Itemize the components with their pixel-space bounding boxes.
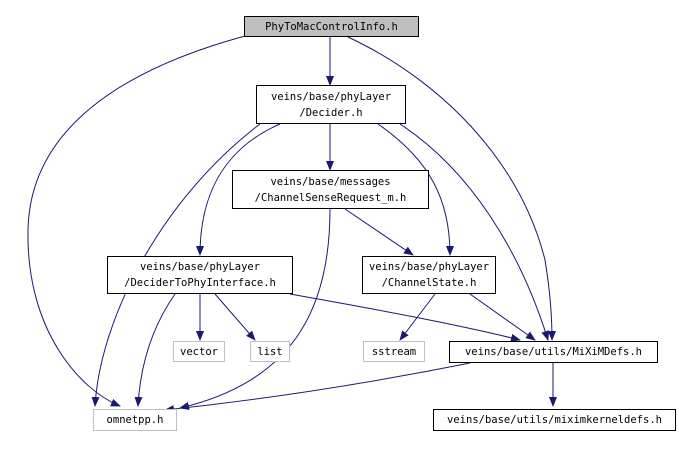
node-label-line1: veins/base/phyLayer xyxy=(368,261,490,273)
edge-decider-mixim xyxy=(399,123,550,341)
edge-cs-mixim xyxy=(469,293,536,341)
node-mixim-defs[interactable]: veins/base/utils/MiXiMDefs.h xyxy=(449,341,658,363)
node-label-line2: /ChannelSenseRequest_m.h xyxy=(254,191,407,204)
node-omnetpp[interactable]: omnetpp.h xyxy=(93,409,177,431)
edge-dtpi-omnetpp xyxy=(134,293,176,407)
edge-dtpi-list xyxy=(214,293,256,341)
node-label: sstream xyxy=(371,345,417,358)
node-label-line2: /DeciderToPhyInterface.h xyxy=(124,277,276,289)
node-label-line2: /ChannelState.h xyxy=(381,277,477,289)
edge-mixim-omnetpp xyxy=(164,362,471,414)
node-label-line1: veins/base/phyLayer xyxy=(270,90,392,103)
node-vector[interactable]: vector xyxy=(173,341,225,362)
node-decider[interactable]: veins/base/phyLayer /Decider.h xyxy=(256,85,406,124)
edge-decider-cs xyxy=(377,123,454,256)
node-label: veins/base/utils/MiXiMDefs.h xyxy=(464,346,642,358)
node-channel-state[interactable]: veins/base/phyLayer /ChannelState.h xyxy=(362,256,496,294)
node-decider-to-phy-interface[interactable]: veins/base/phyLayer /DeciderToPhyInterfa… xyxy=(107,256,293,294)
node-label: vector xyxy=(180,345,218,358)
node-sstream[interactable]: sstream xyxy=(363,341,425,362)
node-label-line1: veins/base/phyLayer xyxy=(139,261,261,273)
node-phy-to-mac-control-info[interactable]: PhyToMacControlInfo.h xyxy=(244,16,419,37)
node-label: omnetpp.h xyxy=(106,414,164,426)
node-label: PhyToMacControlInfo.h xyxy=(265,20,398,33)
edge-csr-omnetpp xyxy=(179,208,331,410)
edge-decider-dtpi xyxy=(196,123,281,256)
edge-root-omnetpp xyxy=(27,35,246,407)
edge-cs-sstream xyxy=(399,293,436,341)
node-mixim-kernel-defs[interactable]: veins/base/utils/miximkerneldefs.h xyxy=(433,409,676,431)
node-list[interactable]: list xyxy=(250,341,290,362)
node-label: list xyxy=(257,345,283,358)
node-label: veins/base/utils/miximkerneldefs.h xyxy=(447,414,662,426)
node-label-line2: /Decider.h xyxy=(299,106,363,119)
edge-root-mixim xyxy=(347,36,556,341)
node-channel-sense-request[interactable]: veins/base/messages /ChannelSenseRequest… xyxy=(232,170,429,209)
edge-csr-cs xyxy=(344,208,414,256)
node-label-line1: veins/base/messages xyxy=(270,175,391,188)
edge-dtpi-mixim xyxy=(289,293,521,342)
